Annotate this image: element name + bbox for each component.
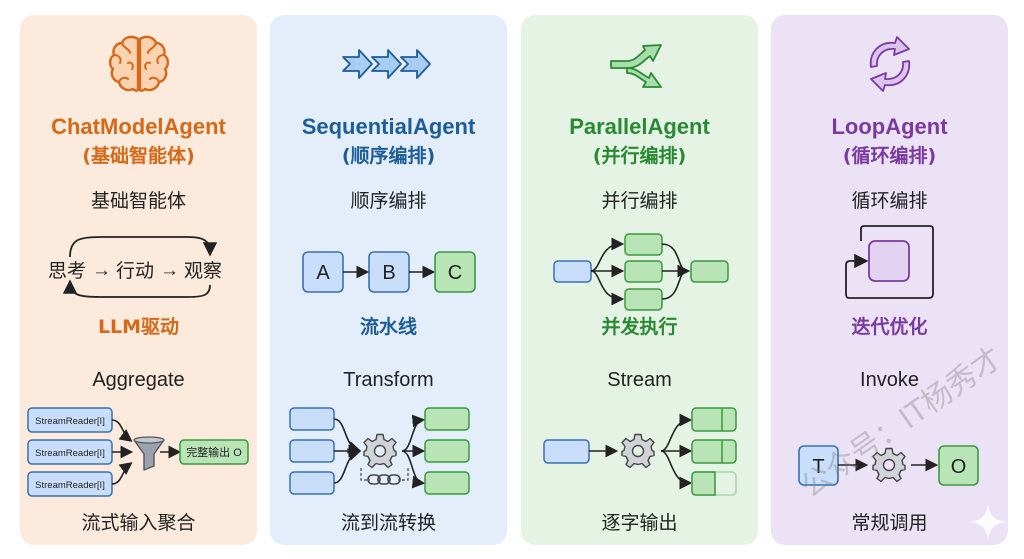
gear-icon: [621, 433, 655, 469]
mode-name: 顺序编排: [350, 190, 427, 212]
output-stream-2: [424, 439, 470, 463]
sequential-arrows-icon: [341, 49, 431, 79]
stream-mode: Aggregate: [92, 369, 185, 391]
iteration-diagram: [771, 215, 1008, 315]
step-think: 思考: [48, 260, 86, 282]
node-c: C: [434, 251, 476, 293]
svg-text:C: C: [448, 262, 462, 284]
split-arrows-icon: [609, 44, 662, 88]
source-node: [553, 260, 592, 283]
output-stream-1: [424, 407, 470, 431]
svg-text:完整输出 O: 完整输出 O: [186, 445, 242, 459]
brain-icon: [108, 35, 169, 92]
card-title: LoopAgent: [831, 114, 948, 139]
output-stream-3: [424, 471, 470, 495]
arrow-2: →: [160, 260, 179, 281]
think-act-observe-diagram: 思考 → 行动 → 观察: [20, 215, 257, 315]
node-a: A: [302, 251, 344, 293]
svg-text:B: B: [382, 262, 395, 284]
input-stream-3: [289, 471, 335, 495]
card-title: ParallelAgent: [569, 114, 710, 139]
mode-name: 基础智能体: [90, 190, 186, 212]
svg-text:StreamReader[I]: StreamReader[I]: [35, 416, 105, 427]
token-output-2: [691, 439, 737, 464]
chain-icon: [367, 474, 401, 485]
stream-diagram: [521, 400, 758, 510]
input-node-t: T: [798, 445, 839, 486]
card-loopagent: LoopAgent (循环编排) 循环编排 迭代优化 Invoke T: [771, 15, 1008, 545]
feature-label: 流水线: [359, 316, 417, 338]
parallel-diagram: [521, 215, 758, 315]
feature-label: 并发执行: [601, 316, 678, 338]
input-stream-1: [289, 407, 335, 431]
input-stream-2: [289, 439, 335, 463]
complete-output-box: 完整输出 O: [179, 439, 249, 465]
card-parallelagent: ParallelAgent (并行编排) 并行编排 并发执行 Stream: [521, 15, 758, 545]
iteration-node: [868, 240, 910, 282]
gear-icon: [363, 433, 397, 469]
feature-label: 迭代优化: [851, 316, 928, 338]
card-subtitle: (基础智能体): [82, 145, 195, 167]
stream-desc: 常规调用: [851, 512, 928, 534]
svg-text:StreamReader[I]: StreamReader[I]: [35, 448, 105, 459]
node-b: B: [368, 251, 410, 293]
card-subtitle: (顺序编排): [341, 145, 436, 167]
aggregate-diagram: StreamReader[I] StreamReader[I] StreamRe…: [20, 400, 257, 510]
stream-reader-1: StreamReader[I]: [27, 407, 113, 433]
svg-text:T: T: [812, 456, 824, 478]
parallel-node-3: [624, 288, 663, 311]
loop-arrows-icon: [869, 36, 910, 92]
step-act: 行动: [116, 260, 154, 282]
card-title: SequentialAgent: [301, 114, 476, 139]
loop-path: [845, 225, 934, 299]
card-subtitle: (循环编排): [842, 145, 937, 167]
card-chatmodelagent: ChatModelAgent (基础智能体) 基础智能体 思考 → 行动 → 观…: [20, 15, 257, 545]
stream-desc: 逐字输出: [601, 512, 678, 534]
invoke-diagram: T O: [771, 400, 1008, 510]
stream-desc: 流到流转换: [340, 512, 436, 534]
loop-arrow-top: [69, 236, 218, 258]
parallel-node-1: [624, 233, 663, 256]
feature-label: LLM驱动: [97, 316, 180, 338]
stream-desc: 流式输入聚合: [81, 512, 196, 534]
stream-mode: Stream: [607, 369, 672, 391]
input-stream: [543, 439, 590, 464]
funnel-icon: [133, 436, 165, 471]
stream-mode: Invoke: [860, 369, 919, 391]
merge-node: [690, 260, 729, 283]
card-subtitle: (并行编排): [592, 145, 687, 167]
arrow-1: →: [92, 260, 111, 281]
step-observe: 观察: [184, 260, 222, 282]
stream-mode: Transform: [343, 369, 434, 391]
loop-arrow-bottom: [62, 279, 211, 298]
svg-text:A: A: [316, 262, 330, 284]
stream-reader-2: StreamReader[I]: [27, 439, 113, 465]
token-output-3-partial: [691, 471, 737, 496]
pipeline-diagram: A B C: [270, 215, 507, 315]
mode-name: 循环编排: [851, 190, 928, 212]
mode-name: 并行编排: [601, 190, 678, 212]
card-sequentialagent: SequentialAgent (顺序编排) 顺序编排 A B C 流水线 Tr…: [270, 15, 507, 545]
gear-icon: [872, 447, 906, 483]
output-node-o: O: [938, 445, 979, 486]
transform-diagram: [270, 400, 507, 510]
svg-text:O: O: [951, 456, 967, 478]
stream-reader-3: StreamReader[I]: [27, 471, 113, 497]
token-output-1: [691, 407, 737, 432]
parallel-node-2: [624, 260, 663, 283]
sparkle-icon: [970, 504, 1006, 540]
svg-text:StreamReader[I]: StreamReader[I]: [35, 480, 105, 491]
card-title: ChatModelAgent: [51, 114, 226, 139]
